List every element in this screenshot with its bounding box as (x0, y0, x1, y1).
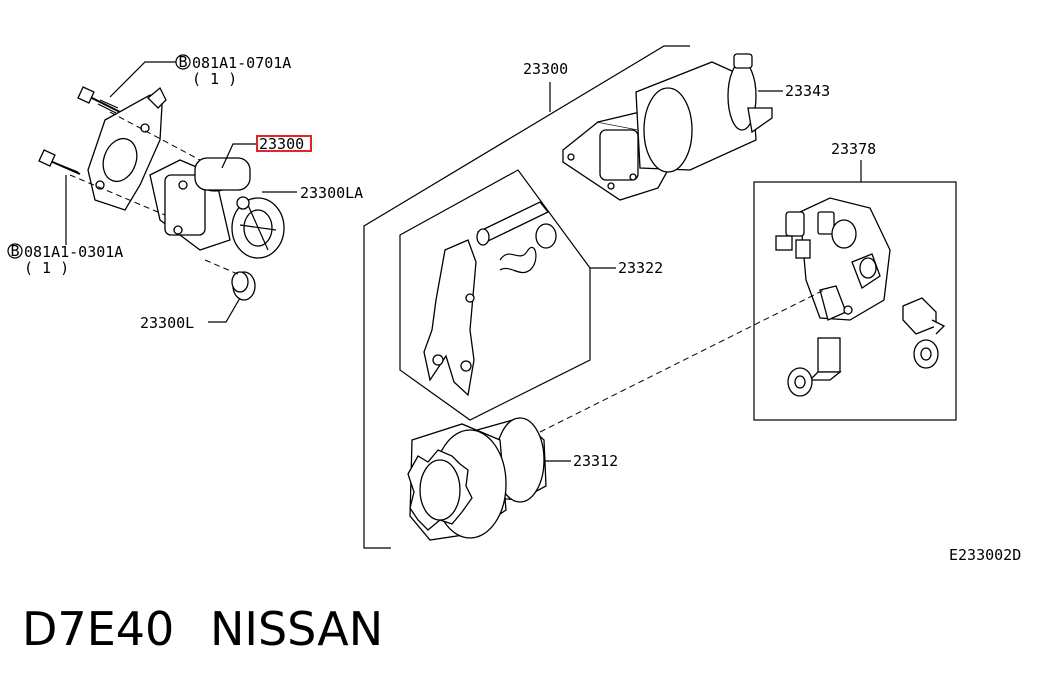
solenoid-icon (562, 53, 773, 201)
bolt-bottom-qty: ( 1 ) (24, 259, 69, 277)
pinion-clutch-label[interactable]: 23312 (573, 452, 618, 470)
assembly-bracket (363, 45, 690, 549)
brush-holder-box (753, 181, 957, 421)
bolt-bottom-label[interactable]: 081A1-0301A (24, 243, 123, 261)
bolt-bottom-icon (38, 149, 81, 175)
pinion-clutch-icon (407, 417, 547, 541)
lever-kit-box (399, 169, 591, 421)
bolt-marker-bottom: B (10, 242, 19, 260)
diagram-code: E233002D (949, 546, 1021, 564)
brush-lead-icon (787, 337, 842, 397)
brush-holder-label[interactable]: 23378 (831, 140, 876, 158)
starter-la-label[interactable]: 23300LA (300, 184, 363, 202)
bolt-top-label[interactable]: 081A1-0701A (192, 54, 291, 72)
bolt-marker-top: B (178, 53, 187, 71)
bushing-icon (231, 271, 256, 301)
starter-l-label[interactable]: 23300L (140, 314, 194, 332)
brand-name: NISSAN (210, 602, 383, 656)
brush-holder-icon (775, 197, 891, 321)
bolt-top-qty: ( 1 ) (192, 70, 237, 88)
model-code: D7E40 (22, 602, 174, 656)
starter-assembly-label[interactable]: 23300 (523, 60, 568, 78)
solenoid-label[interactable]: 23343 (785, 82, 830, 100)
starter-small-label[interactable]: 23300 (259, 135, 304, 153)
bolt-top-icon (77, 86, 121, 114)
lever-kit-label[interactable]: 23322 (618, 259, 663, 277)
brush-icon (902, 297, 946, 369)
lever-kit-icon (423, 201, 557, 397)
starter-small-icon (149, 157, 285, 259)
selected-part-highlight (256, 135, 312, 152)
